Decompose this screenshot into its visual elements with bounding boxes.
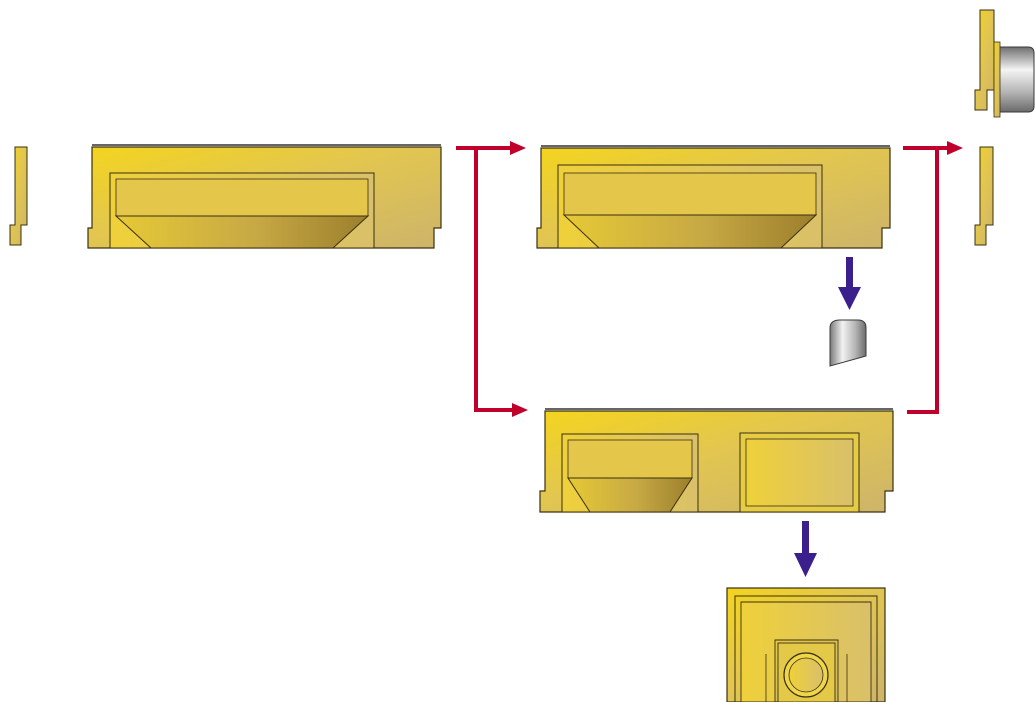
arrow-lower-to-insert: [794, 521, 817, 577]
stock-block: [87, 144, 442, 249]
top-right-assembly: [974, 9, 1035, 118]
left-strip: [9, 146, 28, 246]
right-strip: [974, 146, 994, 246]
upper-result-block: [536, 145, 891, 249]
arrow-stock-to-upper: [456, 141, 526, 155]
arrow-stock-to-lower: [474, 148, 528, 417]
arrow-upper-to-right-strip: [903, 141, 963, 155]
arrow-lower-to-right-strip: [907, 148, 939, 414]
lower-result-block: [539, 408, 894, 513]
removal-arrows: [794, 257, 861, 577]
flow-arrows: [456, 141, 963, 417]
removed-slug: [829, 319, 867, 367]
removed-insert: [726, 587, 886, 702]
arrow-upper-to-slug: [838, 257, 861, 310]
